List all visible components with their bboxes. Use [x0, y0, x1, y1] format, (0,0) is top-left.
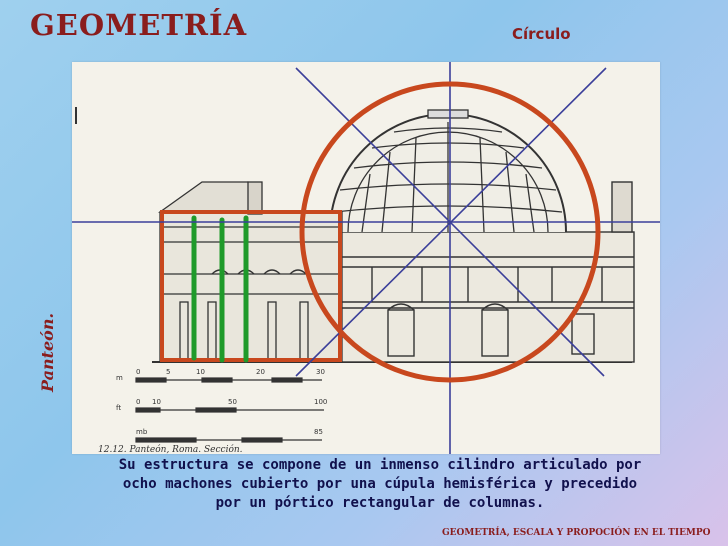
description-line-2: ocho machones cubierto por una cúpula he… [122, 476, 638, 492]
pantheon-section-drawing: m 0 5 10 20 30 ft 0 10 50 100 mb 85 12.1… [72, 62, 660, 454]
diagonal-axis-2 [295, 67, 607, 377]
portico-rectangle-overlay [160, 210, 342, 362]
pantheon-section-svg: m 0 5 10 20 30 ft 0 10 50 100 mb 85 12.1… [72, 62, 660, 454]
circle-overlay [299, 81, 601, 383]
scale-unit-mb: mb [136, 428, 148, 436]
scale-ft-tick-100: 100 [314, 398, 327, 406]
circle-label: Círculo [512, 25, 571, 43]
scale-unit-ft: ft [116, 404, 121, 412]
scale-ft-tick-50: 50 [228, 398, 237, 406]
description-line-1: Su estructura se compone de un inmenso c… [118, 457, 642, 473]
scale-mb-tick-85: 85 [314, 428, 323, 436]
portico-block [157, 181, 343, 363]
scale-m-tick-20: 20 [256, 368, 265, 376]
slide-title: GEOMETRÍA [30, 8, 248, 42]
scale-ft-tick-0: 0 [136, 398, 140, 406]
scale-m-tick-30: 30 [316, 368, 325, 376]
axes-overlay [72, 62, 660, 454]
column-lines-overlay [191, 215, 249, 363]
footer-text: GEOMETRÍA, ESCALA Y PROPOCIÓN EN EL TIEM… [442, 528, 711, 538]
dome [329, 109, 567, 233]
scale-bars [135, 377, 324, 443]
scale-m-tick-5: 5 [166, 368, 170, 376]
figure-caption: 12.12. Panteón, Roma. Sección. [98, 444, 243, 454]
pantheon-side-label: Panteón. [38, 312, 57, 392]
scale-ft-tick-10: 10 [152, 398, 161, 406]
scale-m-tick-0: 0 [136, 368, 140, 376]
scale-m-tick-10: 10 [196, 368, 205, 376]
description-line-3: por un pórtico rectangular de columnas. [215, 495, 545, 511]
description-text: Su estructura se compone de un inmenso c… [64, 456, 696, 513]
scale-unit-m: m [116, 374, 123, 382]
